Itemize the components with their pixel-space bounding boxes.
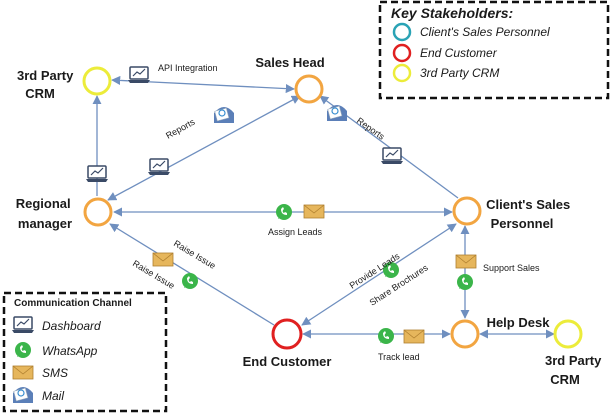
mail-icon [213, 106, 235, 124]
legend-end-customer-swatch [392, 43, 412, 63]
crm-right-label: 3rd Party CRM [545, 353, 605, 387]
stakeholders-title: Key Stakeholders: [391, 5, 513, 21]
whatsapp-icon [182, 273, 198, 289]
end-customer-label: End Customer [243, 354, 332, 369]
reports-right-label: Reports [355, 115, 387, 142]
dashboard-icon [380, 147, 404, 165]
nodes: 3rd Party CRM Sales Head Regional manage… [16, 55, 605, 387]
track-lead-label: Track lead [378, 352, 420, 362]
channel-whatsapp-label: WhatsApp [42, 344, 98, 358]
help-desk-label: Help Desk [487, 315, 551, 330]
sms-icon [152, 252, 174, 267]
edge-reports-left [107, 95, 301, 201]
dashboard-icon [85, 165, 109, 183]
dashboard-icon [11, 316, 35, 334]
legend-crm-swatch [392, 63, 412, 83]
channel-dashboard-label: Dashboard [42, 319, 101, 333]
client-sales-node [452, 196, 482, 226]
whatsapp-icon [276, 204, 292, 220]
client-sales-label: Client's Sales Personnel [486, 197, 574, 231]
stakeholders-legend: Key Stakeholders: Client's Sales Personn… [378, 0, 610, 100]
regional-manager-node [83, 197, 113, 227]
reports-left-label: Reports [164, 116, 197, 140]
sms-icon [303, 204, 325, 219]
legend-client-sales-swatch [392, 22, 412, 42]
dashboard-icon [147, 158, 171, 176]
whatsapp-icon [15, 342, 31, 358]
sms-icon [12, 365, 34, 380]
legend-client-sales-label: Client's Sales Personnel [420, 25, 550, 39]
mail-icon [326, 104, 348, 122]
channel-sms-label: SMS [42, 366, 68, 380]
whatsapp-icon [378, 328, 394, 344]
sms-icon [455, 254, 477, 269]
regional-manager-label: Regional manager [16, 196, 75, 231]
whatsapp-icon [457, 274, 473, 290]
dashboard-icon [127, 66, 151, 84]
channel-mail-label: Mail [42, 389, 64, 403]
crm-left-label: 3rd Party CRM [17, 68, 77, 101]
sales-head-node [294, 74, 324, 104]
end-customer-node [271, 318, 303, 350]
channel-legend: Communication Channel Dashboard WhatsApp… [2, 291, 168, 413]
edge-provide-leads [301, 223, 457, 326]
assign-leads-label: Assign Leads [268, 227, 323, 237]
legend-crm-label: 3rd Party CRM [420, 66, 499, 80]
legend-end-customer-label: End Customer [420, 46, 498, 60]
help-desk-node [450, 319, 480, 349]
sales-head-label: Sales Head [255, 55, 324, 70]
channel-title: Communication Channel [14, 298, 132, 309]
support-sales-label: Support Sales [483, 263, 540, 273]
sms-icon [403, 329, 425, 344]
api-integration-label: API Integration [158, 63, 218, 73]
crm-left-node [82, 66, 112, 96]
crm-right-node [553, 319, 583, 349]
